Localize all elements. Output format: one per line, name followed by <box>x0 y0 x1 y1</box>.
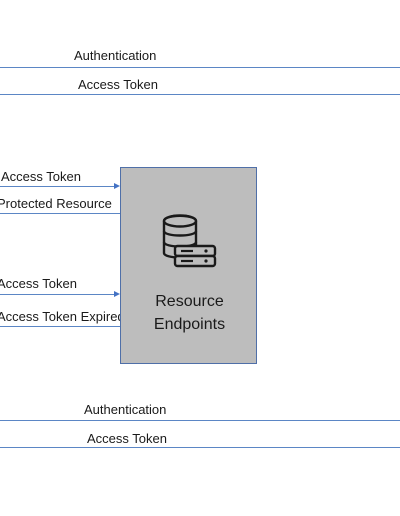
database-server-icon <box>162 214 217 268</box>
request-access-token-arrow-line <box>0 186 114 187</box>
resource-endpoints-title-line-2: Endpoints <box>153 316 226 333</box>
resource-endpoints-title: Resource Endpoints <box>121 290 258 336</box>
request-access-token-label: Access Token <box>1 169 81 184</box>
second-access-token-label: Access Token <box>0 276 77 291</box>
access-token-expired-label: Access Token Expired <box>0 309 125 324</box>
bottom-authentication-line <box>0 420 400 421</box>
bottom-access-token-label: Access Token <box>87 431 167 446</box>
request-access-token-arrowhead <box>114 183 120 189</box>
access-token-expired-line <box>0 326 120 327</box>
second-access-token-arrowhead <box>114 291 120 297</box>
top-authentication-line <box>0 67 400 68</box>
second-access-token-arrow-line <box>0 294 114 295</box>
protected-resource-label: Protected Resource <box>0 196 112 211</box>
bottom-access-token-line <box>0 447 400 448</box>
bottom-authentication-label: Authentication <box>84 402 167 417</box>
top-access-token-line <box>0 94 400 95</box>
resource-endpoints-box: Resource Endpoints <box>120 167 257 364</box>
resource-endpoints-title-line-1: Resource <box>155 293 224 310</box>
top-access-token-label: Access Token <box>78 77 158 92</box>
top-authentication-label: Authentication <box>74 48 157 63</box>
protected-resource-line <box>0 213 120 214</box>
